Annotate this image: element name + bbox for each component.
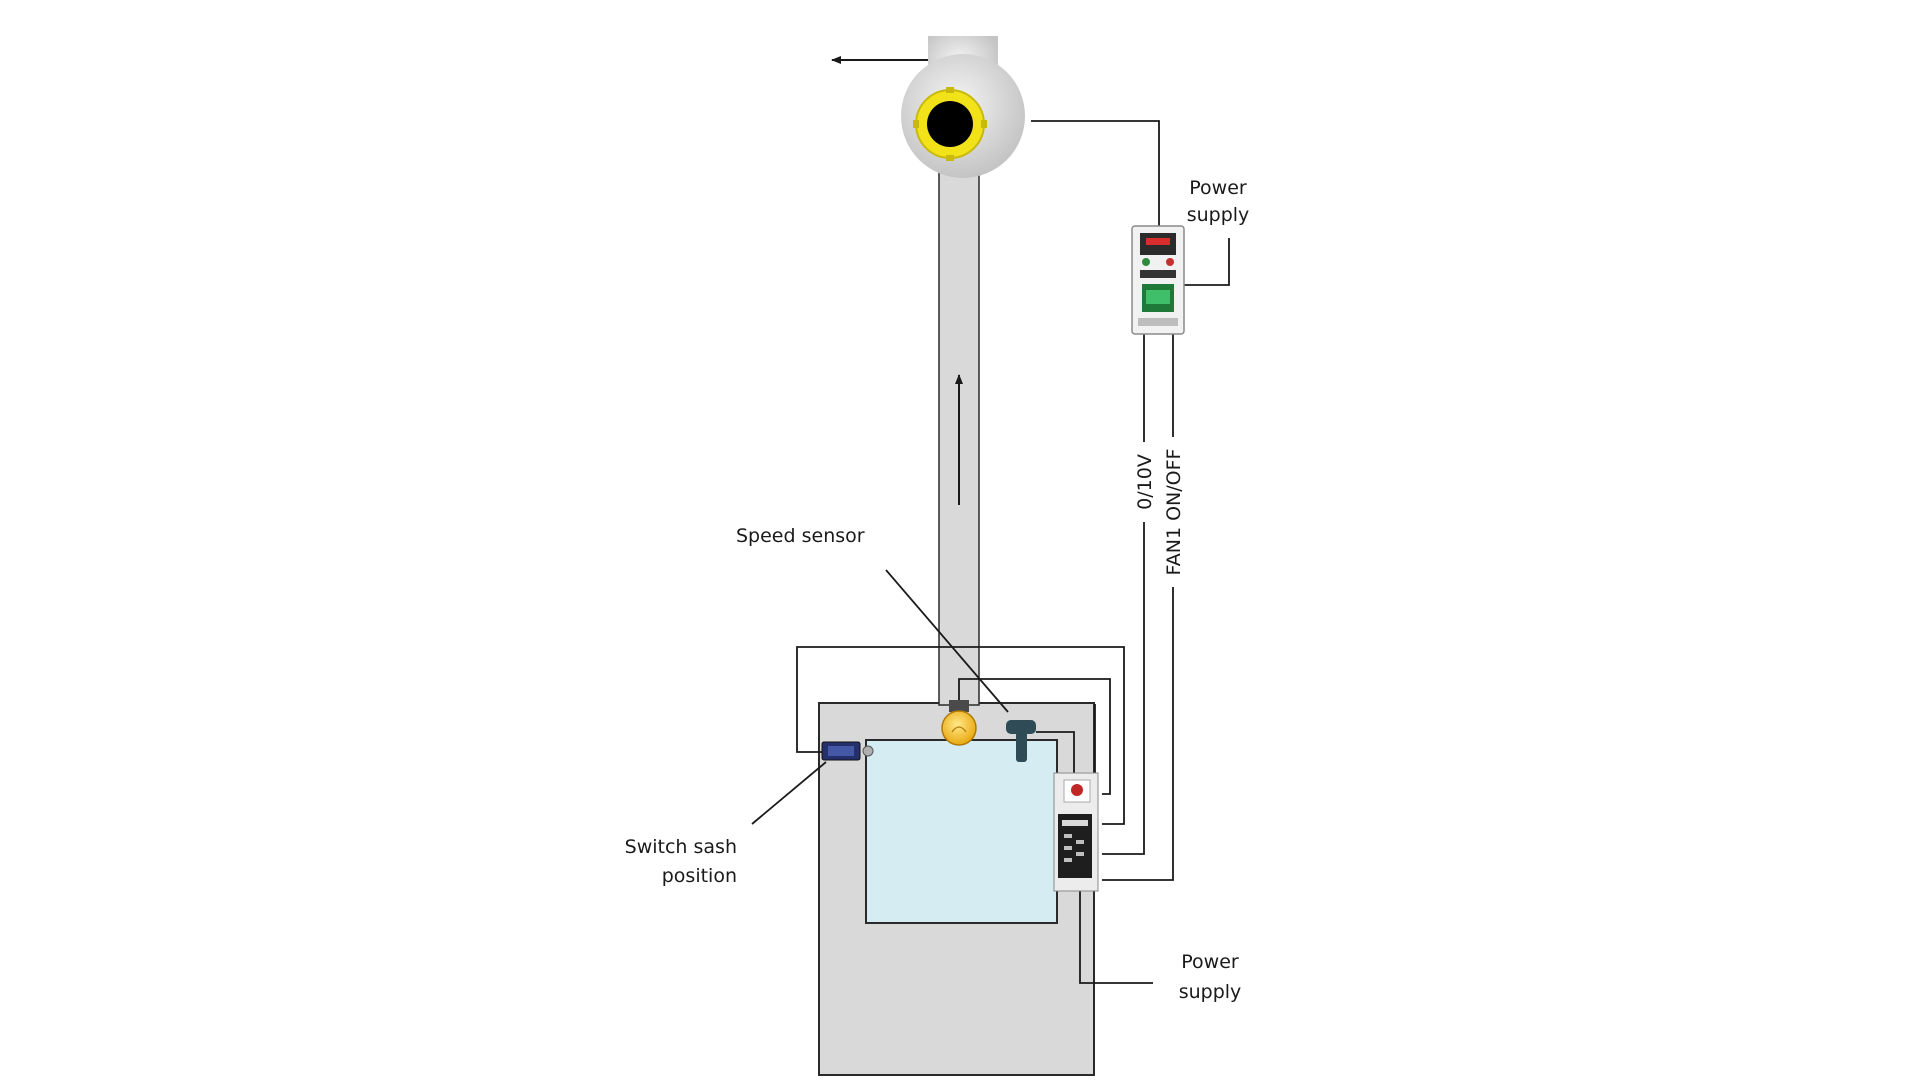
speed-sensor-label: Speed sensor [736, 525, 865, 547]
airflow-sensor-icon [1006, 720, 1036, 762]
centrifugal-fan-icon [901, 36, 1025, 178]
fume-hood-controller-icon [1053, 772, 1099, 892]
switch-sash-label-line1: Switch sash [625, 836, 737, 858]
limit-switch-icon [821, 741, 874, 761]
signal-fan-on-off-label: FAN1 ON/OFF [1163, 449, 1185, 576]
power-supply-bottom-label-line2: supply [1179, 981, 1242, 1003]
power-supply-top-label-line2: supply [1187, 204, 1250, 226]
signal-0-10v-label: 0/10V [1134, 454, 1156, 510]
light-bulb-icon [941, 700, 977, 746]
sash-window [865, 739, 1058, 924]
variable-frequency-drive-icon [1131, 225, 1185, 335]
switch-sash-label-line2: position [662, 865, 737, 887]
power-supply-top-label-line1: Power [1189, 177, 1247, 199]
power-supply-bottom-label-line1: Power [1181, 951, 1239, 973]
